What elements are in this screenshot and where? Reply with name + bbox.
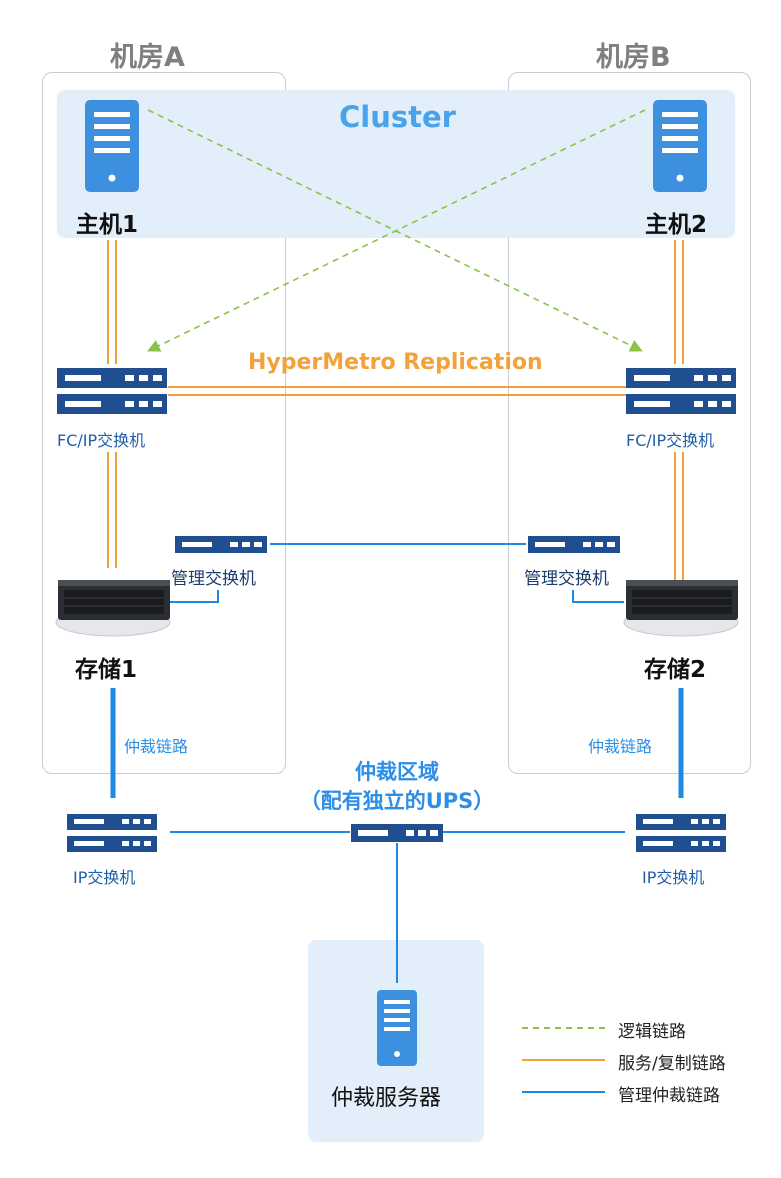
mgmt-switch-left-label: 管理交换机: [171, 569, 256, 589]
storage2-label: 存储2: [644, 657, 707, 683]
ip-switch-left-icon: [67, 814, 157, 852]
room-a-frame: [42, 72, 286, 774]
host1-server-icon: [85, 100, 139, 192]
fc-ip-switch-left-icon: [57, 368, 167, 414]
mgmt-switch-right-label: 管理交换机: [524, 569, 609, 589]
mgmt-switch-right-icon: [528, 536, 620, 553]
legend-service-text: 服务/复制链路: [618, 1054, 726, 1074]
arbitration-hub-switch-icon: [351, 824, 443, 842]
storage2-icon: [623, 580, 739, 637]
arbitration-server-icon: [377, 990, 417, 1066]
logical-link-host1-to-right-switch: [147, 109, 643, 352]
fc-ip-switch-right-label: FC/IP交换机: [626, 431, 715, 450]
replication-label: HyperMetro Replication: [248, 350, 543, 375]
room-b-frame: [508, 72, 751, 774]
mgmt-link-right-to-storage: [572, 590, 624, 603]
arbitration-link-right-label: 仲裁链路: [588, 737, 653, 756]
room-b-title: 机房B: [596, 42, 671, 73]
service-link-left: [107, 240, 117, 568]
ip-switch-right-label: IP交换机: [642, 868, 705, 887]
storage1-label: 存储1: [75, 657, 138, 683]
cluster-band: [57, 90, 735, 238]
mgmt-switch-left-icon: [175, 536, 267, 553]
legend-logical-text: 逻辑链路: [618, 1022, 686, 1042]
fc-ip-switch-right-icon: [626, 368, 736, 414]
legend-management-text: 管理仲裁链路: [618, 1086, 720, 1106]
cluster-title: Cluster: [339, 100, 456, 134]
mgmt-link-left-to-storage: [170, 590, 219, 603]
host2-label: 主机2: [645, 212, 708, 238]
logical-link-host2-to-left-switch: [147, 109, 646, 352]
arbitration-zone-title: 仲裁区域: [355, 760, 439, 784]
arbitration-link-left-label: 仲裁链路: [124, 737, 189, 756]
arbitration-zone-subtitle: （配有独立的UPS）: [299, 789, 495, 813]
host1-label: 主机1: [76, 212, 139, 238]
replication-link: [168, 386, 626, 396]
ip-switch-right-icon: [636, 814, 726, 852]
service-link-right: [674, 240, 684, 582]
arbitration-server-label: 仲裁服务器: [331, 1086, 442, 1111]
ip-switch-left-label: IP交换机: [73, 868, 136, 887]
host2-server-icon: [653, 100, 707, 192]
room-a-title: 机房A: [110, 42, 185, 73]
storage1-icon: [55, 580, 171, 637]
fc-ip-switch-left-label: FC/IP交换机: [57, 431, 146, 450]
